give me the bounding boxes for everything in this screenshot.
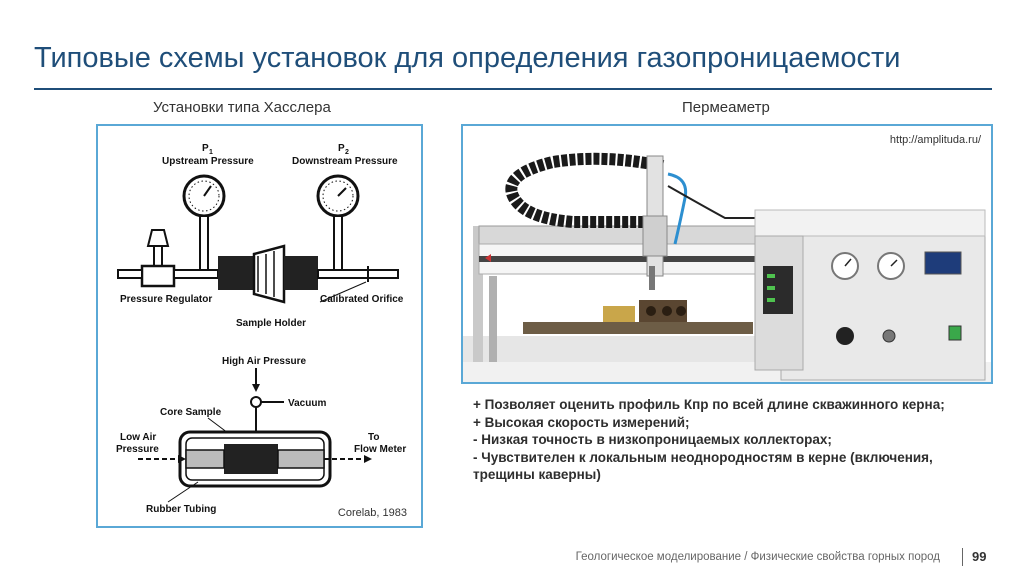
p2-label: P — [338, 143, 345, 154]
calibrated-orifice-label: Calibrated Orifice — [320, 294, 404, 305]
core-sample-icon — [603, 306, 635, 322]
low-air-label: Low Air — [120, 432, 156, 443]
frame-support-left — [473, 226, 483, 362]
high-air-pressure-label: High Air Pressure — [222, 356, 307, 367]
pressure-regulator-label: Pressure Regulator — [120, 294, 212, 305]
low-air-arrowhead — [178, 455, 186, 463]
p2-subscript: 2 — [345, 149, 349, 156]
hassler-cell-icon — [178, 430, 332, 488]
title-divider — [34, 88, 992, 90]
high-air-arrowhead — [252, 384, 260, 392]
upstream-pressure-label: Upstream Pressure — [162, 156, 254, 167]
left-caption: Установки типа Хасслера — [153, 99, 331, 116]
pressure-regulator-icon — [140, 229, 176, 288]
permeameter-notes: + Позволяет оценить профиль Кпр по всей … — [473, 396, 983, 484]
p1-label: P — [202, 143, 209, 154]
orifice-leader-line — [319, 281, 367, 303]
sample-holder-label: Sample Holder — [236, 318, 306, 329]
hassler-schematic: P 1 Upstream Pressure P 2 Downstream Pre… — [116, 143, 406, 515]
note-item: - Низкая точность в низкопроницаемых кол… — [473, 432, 832, 447]
control-knob-icon — [836, 327, 854, 345]
power-switch-icon — [948, 325, 962, 341]
cable-chain-icon — [505, 152, 665, 228]
permeameter-photo-panel: http://amplituda.ru/ — [461, 124, 993, 384]
display-screen-icon — [924, 251, 962, 275]
flow-meter-arrowhead — [364, 455, 372, 463]
upstream-pipe — [173, 269, 219, 279]
rubber-tubing-leader — [167, 481, 199, 503]
core-tray — [523, 322, 753, 334]
control-unit-icon — [754, 209, 986, 381]
outlet-pipe — [317, 269, 399, 279]
note-item: + Позволяет оценить профиль Кпр по всей … — [473, 397, 945, 412]
right-caption: Пермеаметр — [682, 99, 770, 116]
upstream-gauge-icon — [182, 174, 226, 273]
probe-tip-icon — [649, 266, 655, 290]
vacuum-valve-icon — [250, 396, 262, 408]
vacuum-label: Vacuum — [288, 398, 326, 409]
right-credit: http://amplituda.ru/ — [889, 134, 981, 146]
core-sample-label: Core Sample — [160, 407, 222, 418]
downstream-gauge-icon — [316, 174, 360, 273]
p1-subscript: 1 — [209, 149, 213, 156]
to-label: To — [368, 432, 379, 443]
flow-meter-label: Flow Meter — [354, 444, 406, 455]
permeameter-illustration — [463, 126, 991, 382]
slide-footer: Геологическое моделирование / Физические… — [575, 551, 940, 563]
hassler-diagram-panel: P 1 Upstream Pressure P 2 Downstream Pre… — [96, 124, 423, 528]
gauge-1-icon — [831, 252, 859, 280]
inlet-pipe — [117, 269, 143, 279]
gauge-2-icon — [877, 252, 905, 280]
table-surface — [463, 336, 763, 364]
low-air-pressure-label: Pressure — [116, 444, 159, 455]
note-item: + Высокая скорость измерений; — [473, 414, 690, 430]
note-item: - Чувствителен к локальным неоднородност… — [473, 449, 933, 483]
footer-divider — [962, 548, 963, 566]
downstream-pressure-label: Downstream Pressure — [292, 156, 398, 167]
sample-holder-icon — [218, 244, 318, 304]
gantry-rail — [478, 225, 780, 245]
page-number: 99 — [972, 549, 987, 564]
rubber-tubing-label: Rubber Tubing — [146, 504, 216, 515]
air-hose — [667, 172, 688, 245]
left-credit: Corelab, 1983 — [337, 507, 407, 519]
slide-title: Типовые схемы установок для определения … — [34, 42, 901, 74]
